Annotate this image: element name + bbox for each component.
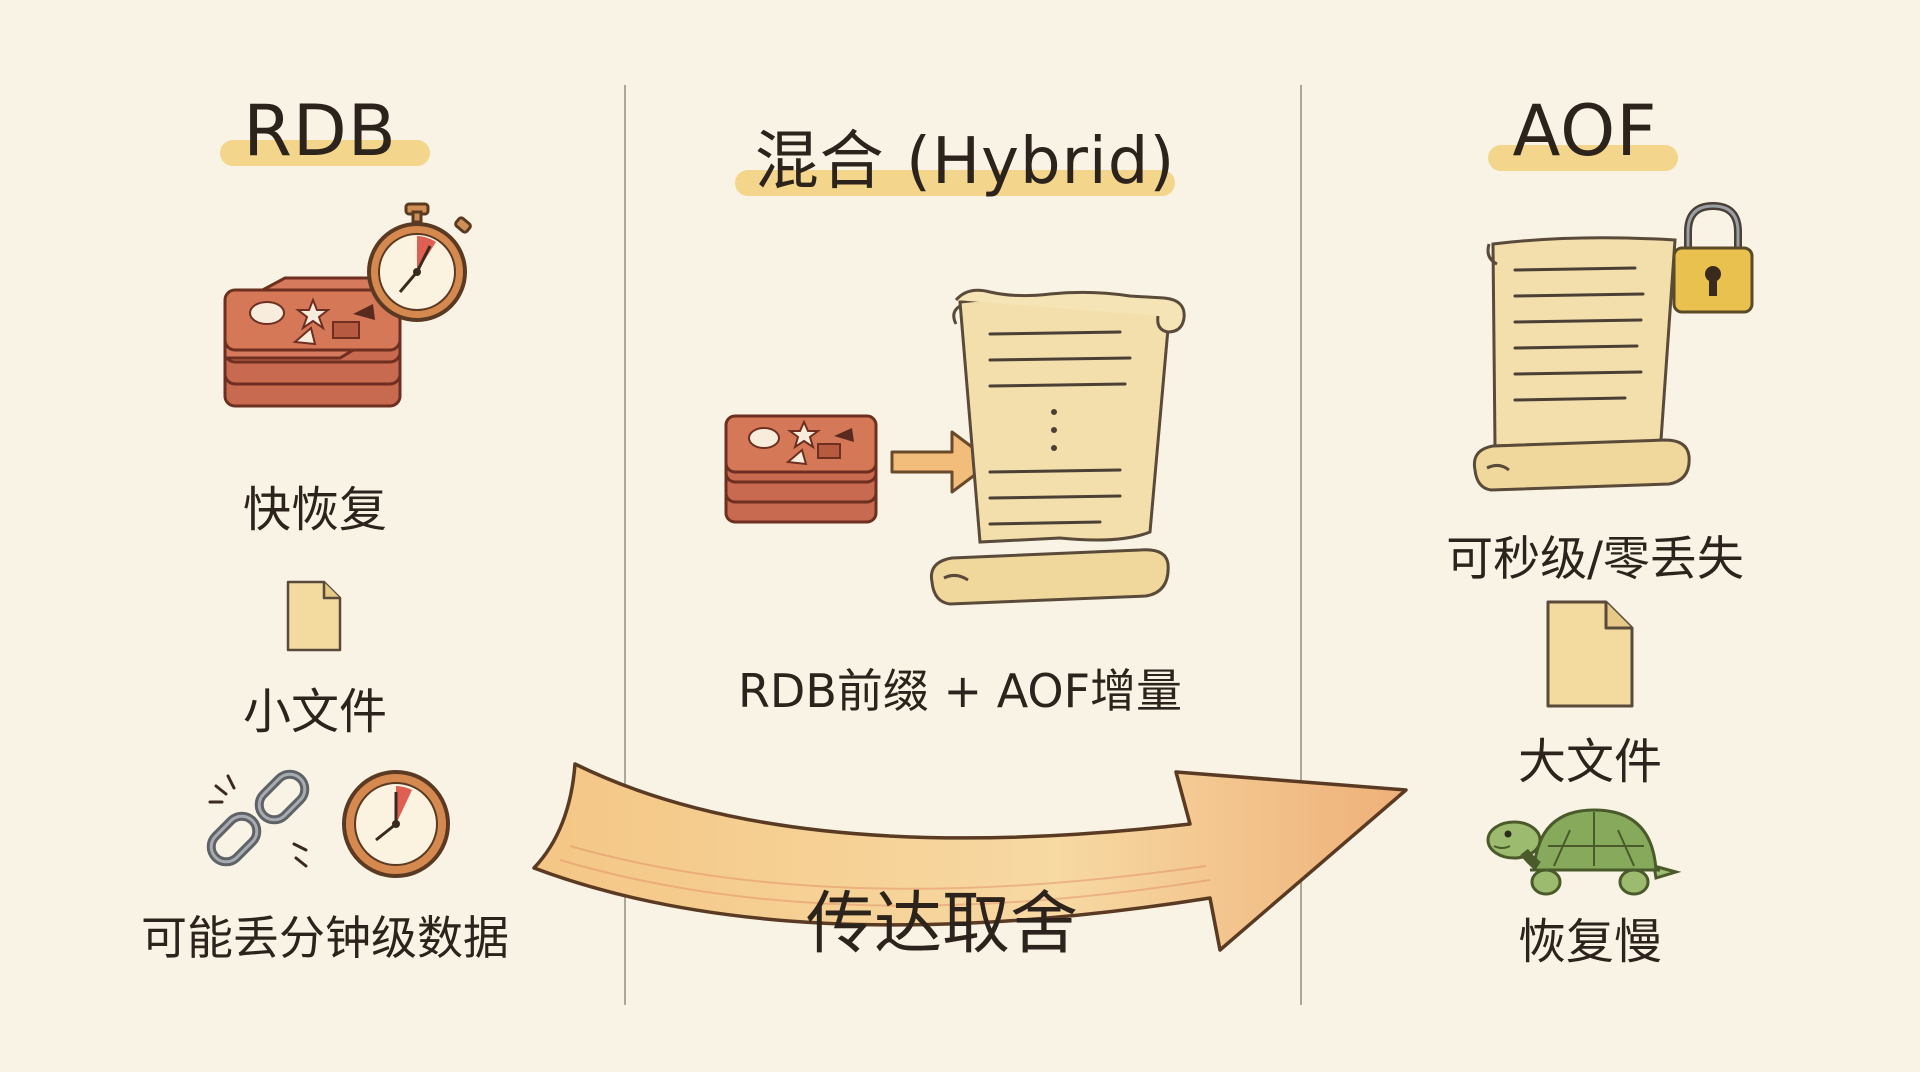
database-stack-icon [223, 276, 402, 408]
column-divider-left [624, 85, 626, 1005]
merge-arrow-icon [890, 430, 994, 494]
stopwatch-icon [367, 202, 472, 322]
rdb-feature-fast-recovery: 快恢复 [242, 482, 387, 538]
aof-feature-large-file: 大文件 [1517, 734, 1662, 790]
scroll-icon [929, 288, 1186, 606]
turtle-icon [1486, 808, 1682, 896]
broken-link-icon [206, 769, 310, 868]
aof-title-highlight [1488, 145, 1678, 171]
padlock-icon [1672, 201, 1754, 314]
rdb-title-highlight [220, 140, 430, 166]
hybrid-caption: RDB前缀 + AOF增量 [737, 664, 1183, 718]
aof-feature-slow-recovery: 恢复慢 [1517, 914, 1662, 970]
clock-icon [342, 770, 450, 878]
aof-file-icon [1546, 600, 1634, 708]
tradeoff-arrow [532, 762, 1408, 952]
hybrid-title-highlight [735, 170, 1175, 196]
rdb-feature-small-file: 小文件 [242, 684, 387, 740]
column-divider-right [1300, 85, 1302, 1005]
file-icon [286, 580, 342, 652]
rdb-feature-data-loss: 可能丢分钟级数据 [141, 911, 509, 965]
aof-scroll-icon [1472, 236, 1691, 492]
hybrid-title: 混合 (Hybrid) [754, 125, 1176, 199]
hybrid-database-stack-icon [724, 414, 878, 524]
rdb-title: RDB [243, 90, 397, 172]
aof-feature-zero-loss: 可秒级/零丢失 [1446, 532, 1744, 587]
tradeoff-arrow-label: 传达取舍 [806, 885, 1079, 964]
aof-title: AOF [1512, 90, 1658, 172]
